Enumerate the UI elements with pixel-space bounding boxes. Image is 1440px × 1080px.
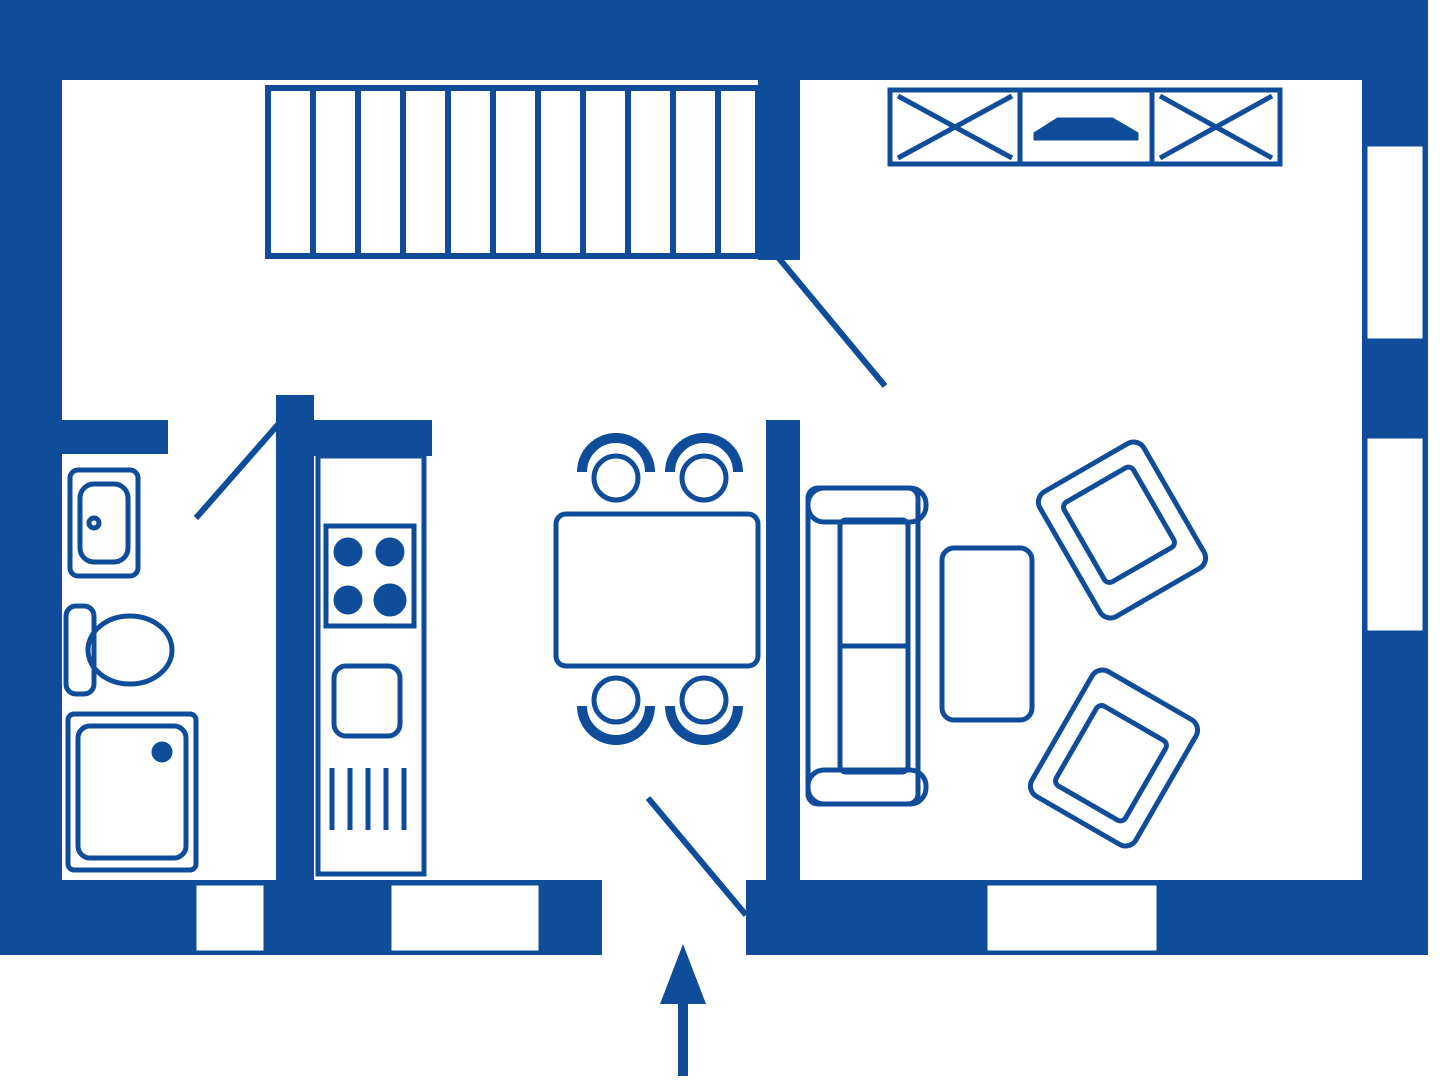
door-swing-icon — [193, 418, 285, 520]
window-bottom-kitchen — [388, 882, 542, 954]
kitchen-fixtures — [315, 453, 427, 877]
bathroom-fixtures — [63, 467, 199, 873]
wall-living-divider — [766, 420, 800, 882]
wall-stair-divider — [758, 80, 800, 260]
stove-top — [323, 523, 417, 629]
toilet-bowl — [85, 613, 175, 687]
shower-tray-icon — [65, 711, 199, 873]
dishwasher-icon — [329, 768, 407, 830]
shower-drain — [151, 741, 173, 763]
stove-icon — [323, 523, 417, 629]
sink-icon — [67, 467, 141, 579]
armchair-seat — [1061, 464, 1177, 585]
sofa-icon — [805, 485, 929, 807]
chair-icon — [577, 675, 655, 745]
shower-inner — [75, 723, 189, 861]
dining-set — [553, 433, 761, 745]
sideboard-outline — [887, 87, 1283, 167]
chair-icon — [665, 675, 743, 745]
fireplace-firebox — [1033, 117, 1139, 141]
chair-back — [577, 705, 655, 745]
sink-tap — [86, 515, 102, 531]
chair-seat — [679, 675, 729, 725]
window-bottom-bath — [193, 882, 267, 954]
doors — [193, 248, 888, 917]
chair-back — [665, 705, 743, 745]
cross-line — [896, 93, 1014, 161]
window-right-lower — [1364, 435, 1426, 634]
chair-seat — [591, 675, 641, 725]
living-furniture — [805, 439, 1209, 849]
sink-basin — [67, 467, 141, 579]
sink-bowl — [77, 481, 131, 565]
cross-line — [1158, 93, 1274, 161]
stove-burner — [333, 585, 363, 615]
armchair-icon — [1027, 667, 1201, 849]
window-bottom-living — [984, 882, 1160, 954]
coffee-table-icon — [939, 545, 1035, 723]
sofa-arm — [805, 767, 929, 807]
dining-table-icon — [553, 511, 761, 669]
toilet-icon — [63, 603, 175, 697]
door-swing-icon — [645, 796, 749, 917]
stove-burner — [373, 583, 407, 617]
chair-seat — [591, 453, 641, 503]
shower-outer — [65, 711, 199, 873]
sofa-arm — [805, 485, 929, 525]
window-right-upper — [1364, 143, 1426, 342]
chair-icon — [665, 433, 743, 503]
armchair-seat — [1053, 703, 1169, 824]
wall-left — [0, 0, 62, 955]
door-swing-icon — [769, 248, 888, 388]
wall-kitchen-top — [276, 420, 432, 456]
wall-top — [0, 0, 1428, 80]
armchair-frame — [1027, 667, 1201, 849]
kitchen-sink-icon — [331, 663, 403, 739]
armchair-frame — [1035, 439, 1209, 621]
armchair-icon — [1035, 439, 1209, 621]
chair-back — [577, 433, 655, 473]
toilet-tank — [63, 603, 97, 697]
fireplace-icon — [887, 87, 1283, 167]
chair-seat — [679, 453, 729, 503]
stairs-outline — [265, 85, 761, 259]
chair-icon — [577, 433, 655, 503]
kitchen-counter — [315, 453, 427, 877]
chair-back — [665, 433, 743, 473]
windows — [193, 143, 1426, 954]
stove-burner — [333, 537, 363, 567]
stairs-icon — [265, 85, 761, 259]
arrow-head — [660, 944, 706, 1004]
wall-bathroom-top — [62, 420, 168, 454]
arrow-up-icon — [660, 944, 706, 1076]
wall-bathroom-kitchen — [276, 395, 314, 882]
stove-burner — [375, 537, 405, 567]
